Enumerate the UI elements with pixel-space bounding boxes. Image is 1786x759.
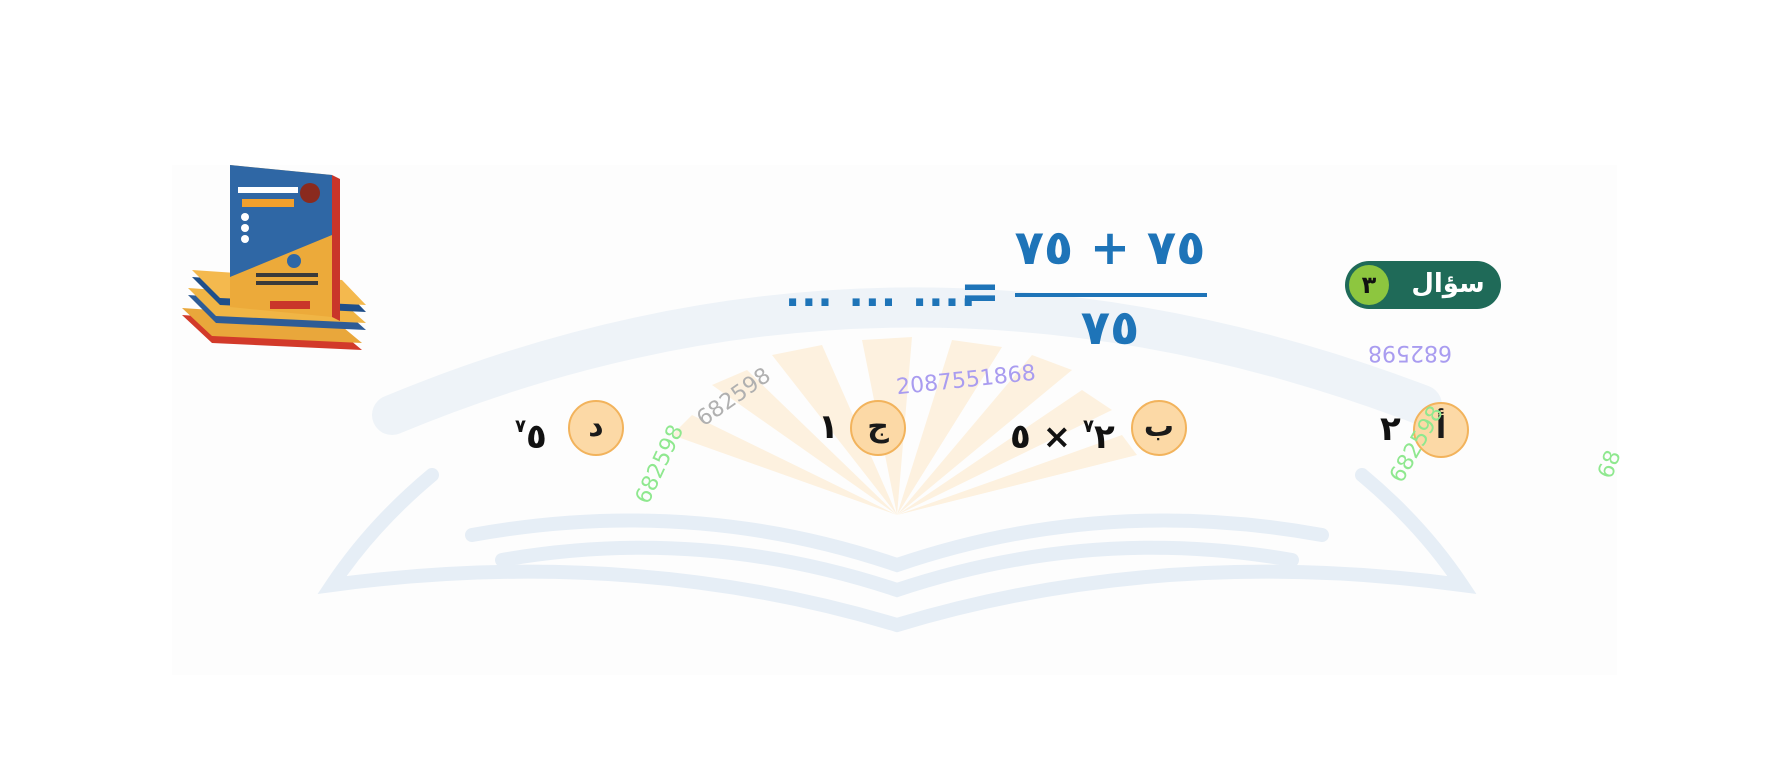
option-b-exponent: ٧ (1082, 416, 1094, 437)
option-a-button[interactable]: أ (1413, 402, 1469, 458)
question-label: سؤال (1411, 269, 1485, 299)
logo-watermark-art (317, 287, 1477, 633)
equals-sign: = (959, 264, 1001, 320)
question-badge: ٣ سؤال (1345, 261, 1501, 309)
answer-blank: ... ... .... (785, 270, 977, 316)
option-c-value: ١ (818, 407, 839, 447)
option-d-value: ٧٥ (515, 416, 547, 457)
watermark-code: 682598 (1368, 340, 1452, 365)
question-number: ٣ (1349, 265, 1389, 305)
book-stack-image (182, 165, 366, 350)
option-d-button[interactable]: د (568, 400, 624, 456)
option-c-button[interactable]: ج (850, 400, 906, 456)
equation-numerator: ٧٥ + ٧٥ (1014, 220, 1206, 276)
option-b-value: ٧٢ × ٥ (1010, 416, 1115, 457)
fraction-bar (1015, 293, 1207, 297)
option-d-exponent: ٧ (515, 416, 526, 437)
equation-denominator: ٧٥ (1080, 300, 1140, 356)
option-a-value: ٢ (1380, 409, 1401, 449)
option-b-button[interactable]: ب (1131, 400, 1187, 456)
